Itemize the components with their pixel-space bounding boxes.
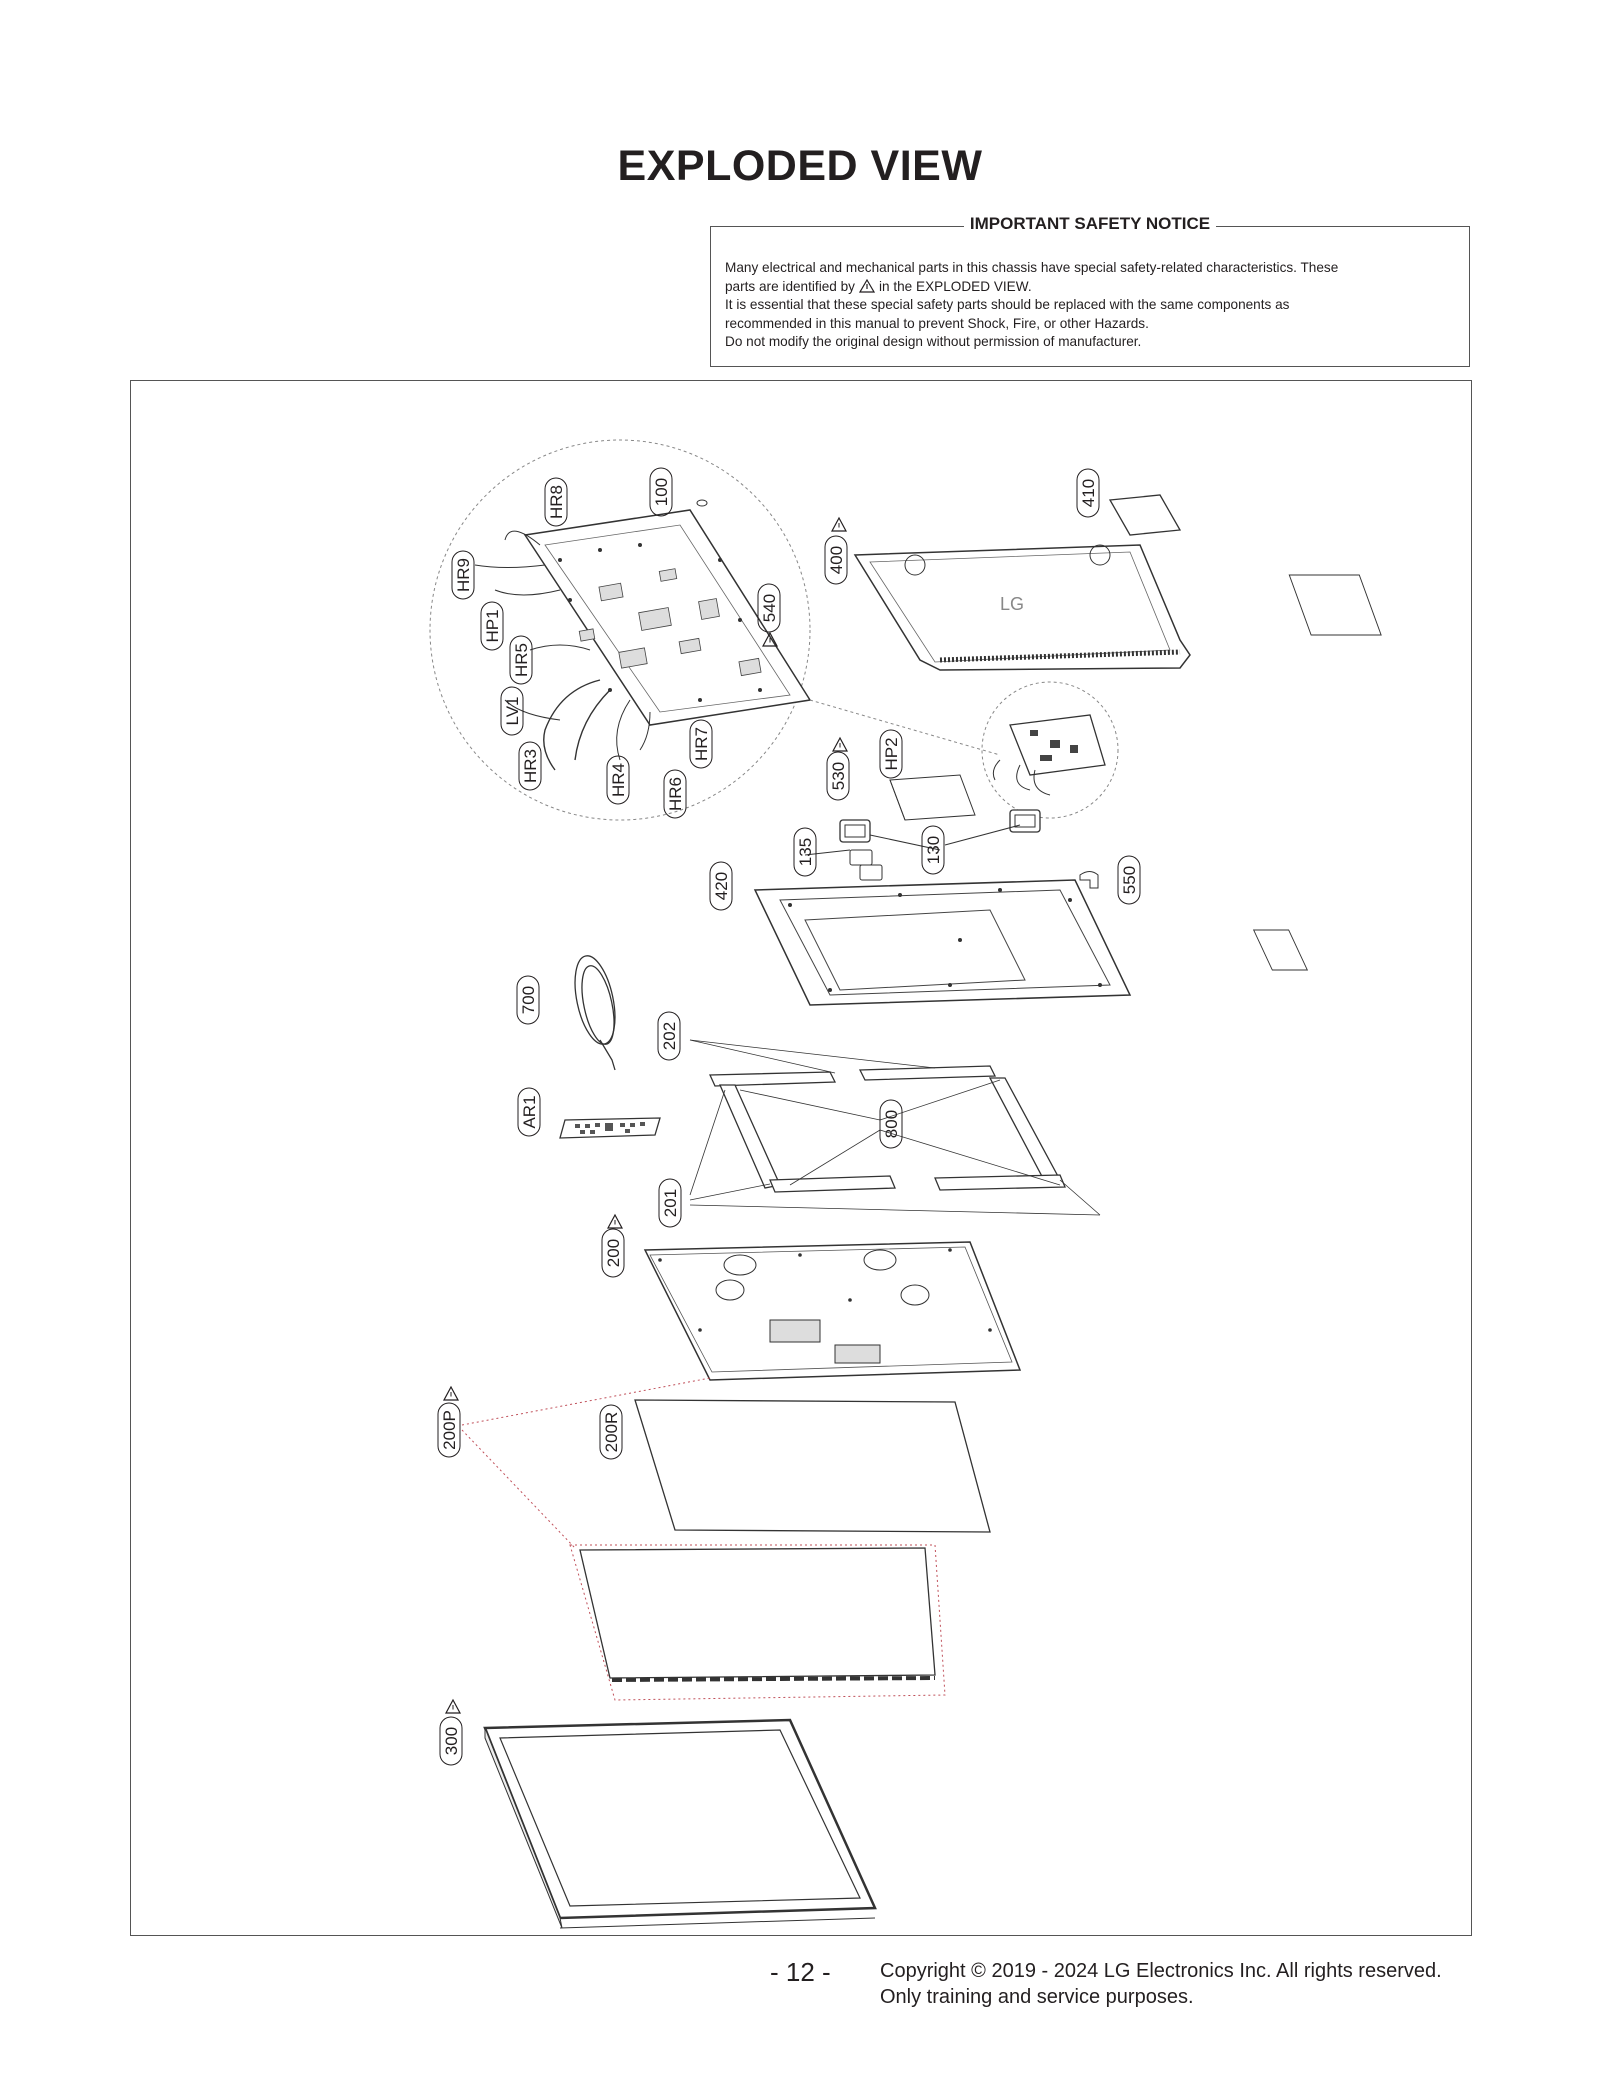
notice-line-part: in the EXPLODED VIEW. [878, 278, 1032, 294]
diagram-frame [130, 380, 1472, 1936]
label-hr9: HR9 [451, 550, 475, 600]
page-number: - 12 - [770, 1957, 831, 1987]
sheet-200r [634, 1399, 991, 1533]
lg-logo-text: LG [1000, 594, 1024, 614]
notice-line: Many electrical and mechanical parts in … [725, 260, 1339, 275]
label-700: 700 [516, 975, 540, 1025]
warning-triangle-icon [443, 1386, 459, 1401]
svg-text:202: 202 [660, 1022, 679, 1050]
power-cord [574, 955, 616, 1071]
footer-copyright: Copyright © 2019 - 2024 LG Electronics I… [880, 1958, 1442, 2010]
label-420: 420 [709, 861, 733, 911]
svg-text:300: 300 [442, 1727, 461, 1755]
warning-triangle-icon [607, 1214, 623, 1229]
svg-text:410: 410 [1079, 479, 1098, 507]
svg-text:200P: 200P [440, 1410, 459, 1450]
label-550: 550 [1117, 855, 1141, 905]
svg-text:HP1: HP1 [483, 609, 502, 642]
svg-text:530: 530 [829, 762, 848, 790]
remote-control [559, 1117, 661, 1139]
label-hr6: HR6 [663, 769, 687, 819]
notice-line-part: parts are identified by [725, 278, 855, 294]
back-cover: LG [853, 544, 1382, 671]
warning-triangle-icon [445, 1699, 461, 1714]
svg-text:540: 540 [760, 594, 779, 622]
svg-text:HP2: HP2 [882, 737, 901, 770]
svg-text:LV1: LV1 [503, 697, 522, 726]
warning-triangle-icon [832, 737, 848, 752]
svg-text:HR4: HR4 [609, 763, 628, 797]
main-board-detail [429, 439, 1001, 821]
label-hp2: HP2 [879, 729, 903, 779]
label-410: 410 [1076, 468, 1100, 518]
svg-text:135: 135 [796, 838, 815, 866]
copyright-text: Copyright © 2019 - 2024 LG Electronics I… [880, 1960, 1442, 1982]
svg-text:200: 200 [604, 1239, 623, 1267]
sub-board-detail [981, 681, 1119, 819]
label-hr3: HR3 [518, 741, 542, 791]
label-hr8: HR8 [544, 477, 568, 527]
notice-line: parts are identified by in the EXPLODED V… [725, 278, 1455, 297]
svg-text:130: 130 [924, 836, 943, 864]
svg-text:420: 420 [712, 872, 731, 900]
label-400: 400 [824, 535, 848, 585]
label-hr7: HR7 [689, 719, 713, 769]
svg-text:HR7: HR7 [692, 727, 711, 761]
svg-text:HR6: HR6 [666, 777, 685, 811]
svg-text:HR9: HR9 [454, 558, 473, 592]
label-800: 800 [879, 1099, 903, 1149]
safety-notice-title: IMPORTANT SAFETY NOTICE [963, 214, 1217, 233]
label-135: 135 [793, 827, 817, 877]
speakers [804, 809, 1099, 889]
label-ar1: AR1 [517, 1087, 541, 1137]
label-hr5: HR5 [509, 635, 533, 685]
label-130: 130 [921, 825, 945, 875]
label-300: 300 [439, 1716, 463, 1766]
usage-text: Only training and service purposes. [880, 1986, 1194, 2008]
page-title: EXPLODED VIEW [617, 142, 983, 190]
label-hp1: HP1 [480, 601, 504, 651]
svg-text:HR8: HR8 [547, 485, 566, 519]
warning-triangle-icon [858, 278, 875, 293]
cover-410 [1108, 494, 1182, 536]
label-540: 540 [757, 583, 781, 633]
svg-text:400: 400 [827, 546, 846, 574]
label-200: 200 [601, 1228, 625, 1278]
safety-notice-body: Many electrical and mechanical parts in … [725, 259, 1455, 352]
label-200r: 200R [599, 1404, 623, 1460]
svg-text:HR5: HR5 [512, 643, 531, 677]
label-lv1: LV1 [500, 686, 524, 736]
svg-text:100: 100 [652, 478, 671, 506]
label-201: 201 [658, 1178, 682, 1228]
label-200p: 200P [437, 1402, 461, 1458]
panel-200 [643, 1241, 1022, 1381]
sheet-530 [889, 774, 976, 821]
svg-text:AR1: AR1 [520, 1095, 539, 1128]
notice-line: recommended in this manual to prevent Sh… [725, 315, 1149, 331]
svg-text:HR3: HR3 [521, 749, 540, 783]
svg-text:700: 700 [519, 986, 538, 1014]
svg-text:200R: 200R [602, 1412, 621, 1453]
warning-triangle-icon [831, 517, 847, 532]
safety-notice-box: IMPORTANT SAFETY NOTICE Many electrical … [710, 214, 1470, 367]
notice-line: Do not modify the original design withou… [725, 334, 1142, 349]
label-202: 202 [657, 1011, 681, 1061]
front-frame-300 [483, 1718, 877, 1929]
chassis-frame [753, 879, 1309, 1006]
svg-text:201: 201 [661, 1189, 680, 1217]
brackets [709, 1065, 1066, 1193]
svg-text:800: 800 [882, 1110, 901, 1138]
label-hr4: HR4 [606, 755, 630, 805]
label-530: 530 [826, 751, 850, 801]
leader-200p [461, 1377, 946, 1701]
label-100: 100 [649, 467, 673, 517]
svg-text:550: 550 [1120, 866, 1139, 894]
part-labels: HR8 100 410 HR9 400 540 HP1 HR5 LV1 HR7 … [437, 467, 1141, 1766]
notice-line: It is essential that these special safet… [725, 297, 1290, 312]
leader-lines [689, 1039, 1101, 1216]
open-cell-panel [579, 1547, 936, 1682]
